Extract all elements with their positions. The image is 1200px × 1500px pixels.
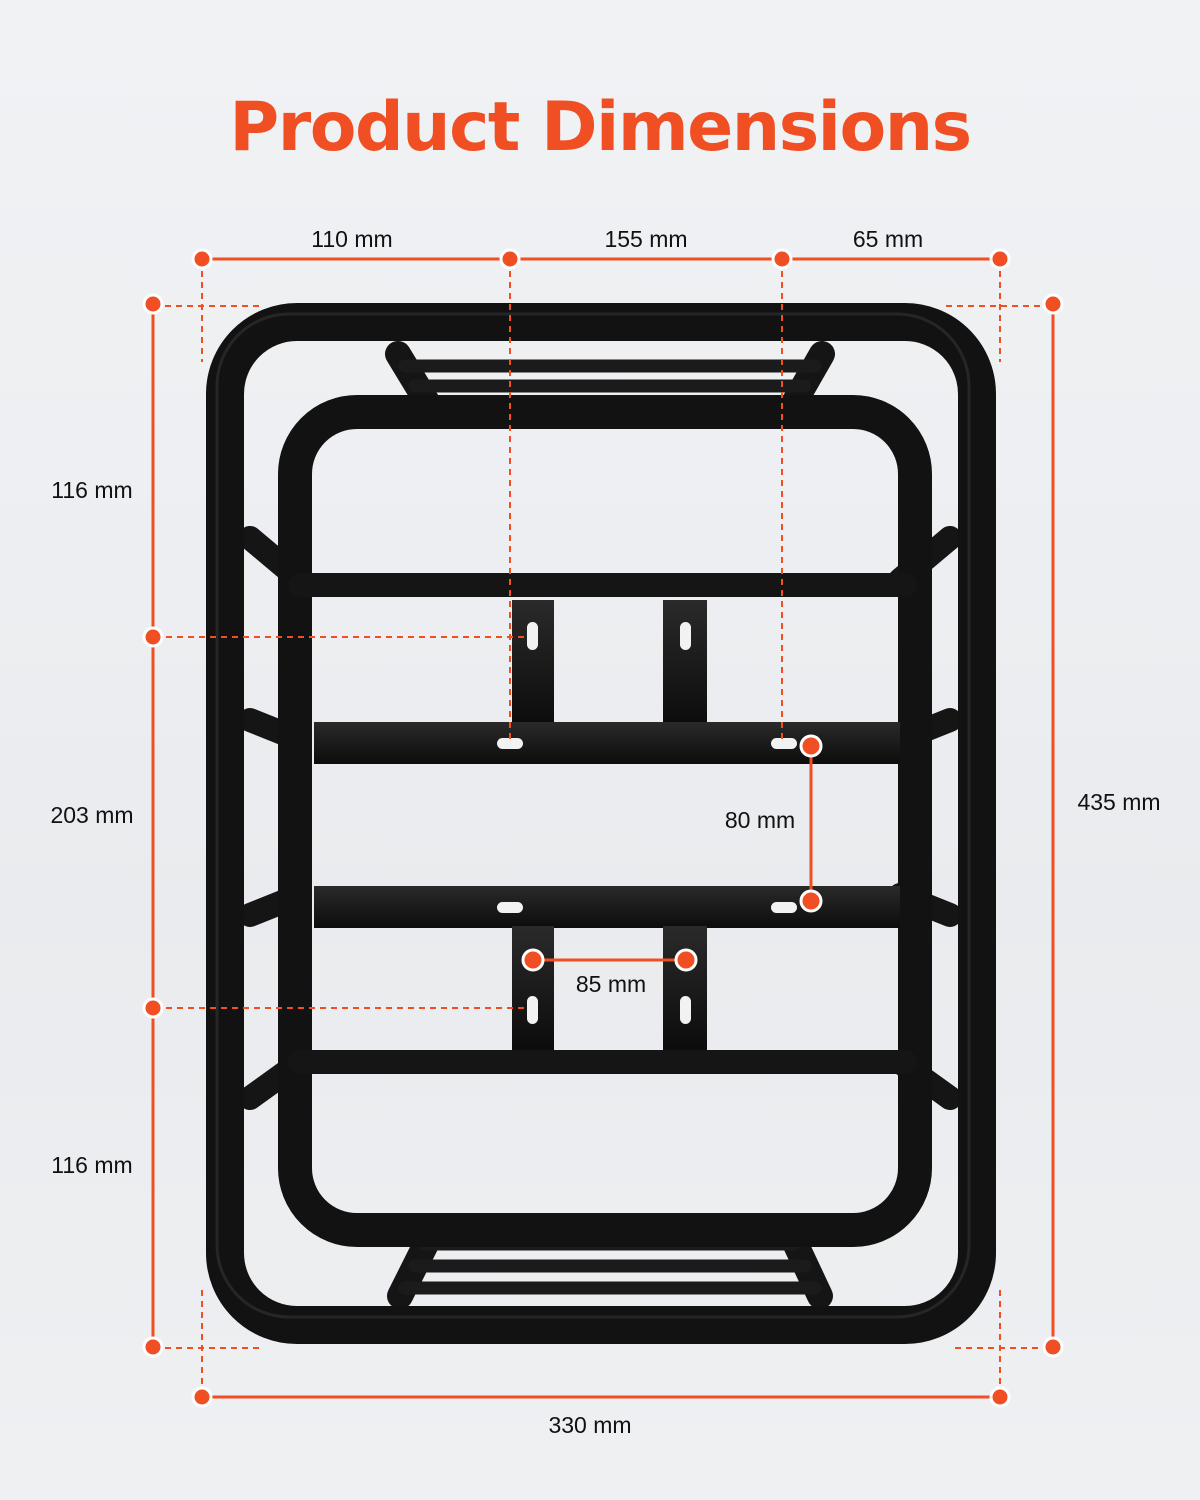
mounting-plates [314, 600, 900, 1050]
left-bottom-height-label: 116 mm [51, 1152, 133, 1178]
top-right-width-label: 65 mm [852, 226, 924, 252]
side-struts [238, 526, 962, 1110]
outer-frame [206, 303, 996, 1344]
inner-frame [278, 395, 932, 1247]
total-width-label: 330 mm [548, 1412, 632, 1438]
plate-gap-label: 80 mm [724, 807, 796, 833]
page-title: Product Dimensions [229, 88, 972, 167]
dimension-lines [142, 248, 1064, 1408]
left-top-height-label: 116 mm [51, 477, 133, 503]
left-mid-height-label: 203 mm [50, 802, 134, 828]
top-mid-width-label: 155 mm [604, 226, 688, 252]
rack-illustration [206, 303, 996, 1344]
total-height-label: 435 mm [1077, 789, 1161, 815]
top-left-width-label: 110 mm [311, 226, 393, 252]
bracket-spacing-label: 85 mm [575, 971, 647, 997]
